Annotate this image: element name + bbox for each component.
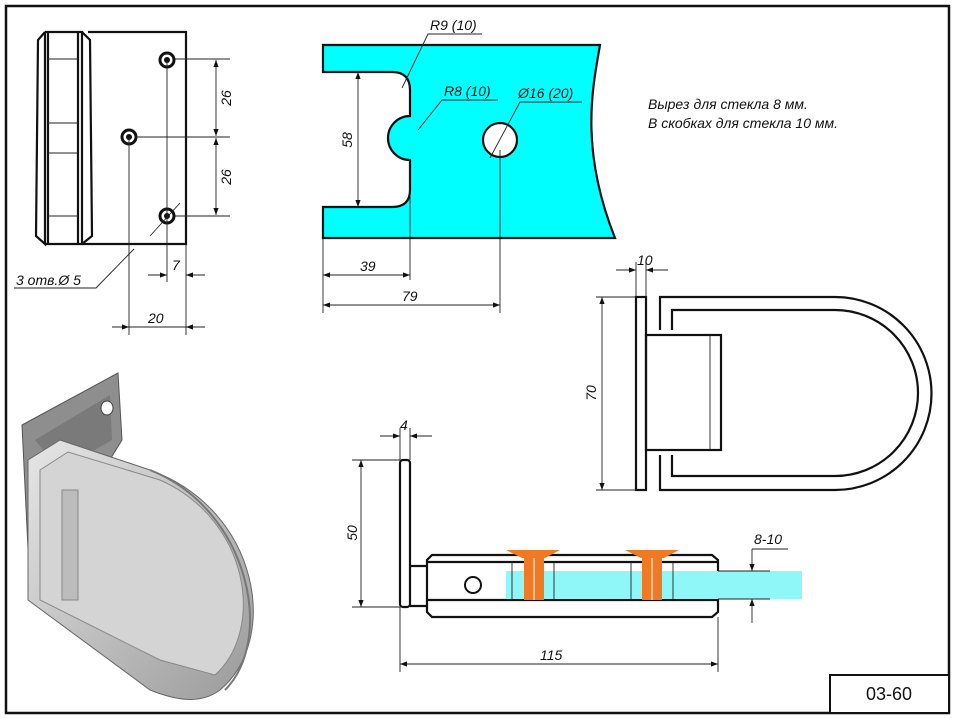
dim-glass-thickness: 8-10 (754, 531, 782, 547)
dim-115: 115 (540, 647, 563, 663)
holes-label: 3 отв.Ø 5 (16, 272, 81, 288)
hole-diameter-label: Ø16 (20) (517, 85, 573, 101)
hinge-3d-render (21, 372, 254, 700)
front-view: 26 26 7 20 3 отв.Ø 5 (14, 30, 234, 335)
top-view: 10 70 (583, 252, 933, 492)
note-line-1: Вырез для стекла 8 мм. (648, 96, 808, 112)
screw (625, 550, 679, 600)
dim-7: 7 (172, 257, 181, 273)
dim-4: 4 (400, 417, 408, 433)
side-view: 4 50 115 8-10 (344, 417, 802, 672)
radius-r8-label: R8 (10) (444, 83, 491, 99)
dim-79: 79 (402, 288, 418, 304)
dim-10: 10 (637, 252, 653, 268)
dim-39: 39 (360, 258, 376, 274)
glass-cutout-view: 58 39 79 R9 (10) R8 (10) Ø16 (20) (321, 17, 617, 313)
dim-26-top: 26 (218, 90, 234, 107)
sheet-frame (4, 4, 951, 715)
dim-20: 20 (147, 310, 164, 326)
note-line-2: В скобках для стекла 10 мм. (648, 115, 838, 131)
drawing-code: 03-60 (866, 684, 912, 704)
dim-58: 58 (339, 132, 355, 148)
dim-50: 50 (344, 525, 360, 541)
screw (506, 550, 560, 600)
pivot-hole (464, 576, 482, 594)
dim-70: 70 (583, 385, 599, 401)
dim-26-bottom: 26 (218, 169, 234, 186)
glass-panel (321, 43, 617, 240)
title-block: 03-60 (829, 674, 950, 714)
radius-r9-label: R9 (10) (430, 17, 477, 33)
